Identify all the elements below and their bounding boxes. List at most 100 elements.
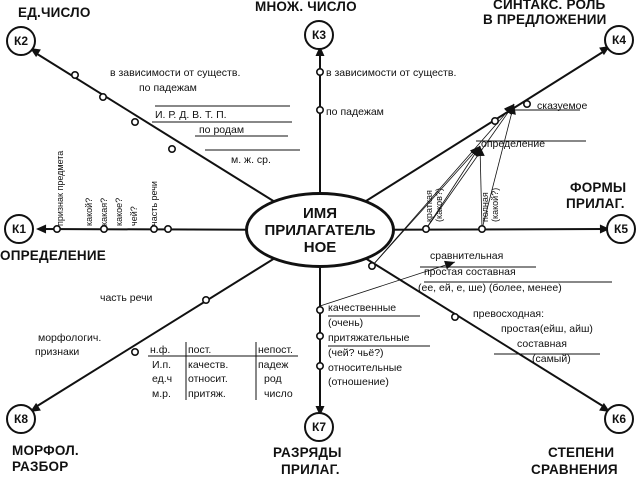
k2-cases: И. Р. Д. В. Т. П. [155,109,227,121]
heading-k5-line2: ПРИЛАГ. [566,196,625,211]
k8-table-r3c2: число [264,388,293,400]
k8-table-r2c0: ед.ч [152,373,173,385]
dot-k1-4 [164,225,173,234]
dot-k7-1 [315,305,324,314]
k1-vert-kakaya: какая? [99,197,109,226]
dot-k2-3 [131,118,140,127]
dot-k7-2 [315,331,324,340]
k5-full-to-attribute-tip [475,146,485,157]
k6-to-attribute [371,145,481,267]
dot-k6-2 [450,312,459,321]
k8-table-r1c2: падеж [258,359,289,371]
node-k5: К5 [606,214,636,244]
center-line-2: ПРИЛАГАТЕЛЬ [264,221,376,239]
k6-comparative-forms: простая составная [424,266,516,278]
k8-table-r1c0: И.п. [152,359,172,371]
dot-k4-2 [522,100,531,109]
k6-to-predicate [371,103,515,267]
k6-comparative-examples: (ее, ей, е, ше) (более, менее) [418,282,562,294]
heading-k3: МНОЖ. ЧИСЛО [255,0,357,14]
k5-full-q: (какой?) [490,187,500,222]
k5-full-to-predicate [481,103,515,230]
ray-k7-arrow [315,405,325,416]
k2-by-cases: по падежам [139,82,197,94]
k3-dependency: в зависимости от существ. [326,67,457,79]
k8-features: признаки [35,346,80,358]
k5-short-to-attribute [425,145,481,230]
k5-full: полная [480,192,490,222]
center-line-1: ИМЯ [302,204,338,222]
k3-by-cases: по падежам [326,106,384,118]
k5-full-to-attribute [479,145,483,230]
dot-k3-1 [315,68,324,77]
node-k3: К3 [304,20,334,50]
k8-table-r3c0: м.р. [152,388,171,400]
k7-to-comparative-tip [444,260,455,270]
heading-k7-line2: ПРИЛАГ. [281,462,340,477]
heading-k4-line1: СИНТАКС. РОЛЬ [493,0,606,12]
node-k4: К4 [604,25,634,55]
k7-relative: относительные [328,362,403,374]
k6-superlative: превосходная: [473,308,545,320]
dot-k1-2 [100,225,109,234]
dot-k3-2 [315,106,324,115]
node-k1: К1 [4,214,34,244]
heading-k6-line1: СТЕПЕНИ [548,445,615,460]
k2-genders: м. ж. ср. [231,154,271,166]
k7-possessive: притяжательные [328,332,410,344]
k1-vert-kakoe: какое? [114,197,124,226]
dot-k1-3 [150,225,159,234]
center-line-3: НОЕ [303,238,337,256]
k5-short-to-predicate [425,103,515,230]
ray-k6-line [319,229,607,409]
k8-morph: морфологич. [38,332,102,344]
node-k8: К8 [6,404,36,434]
dot-k1-1 [52,225,61,234]
k7-qualitative-q: (очень) [328,317,364,329]
k1-vert-kakoy: какой? [84,197,94,226]
k7-relative-q: (отношение) [328,376,389,388]
heading-k7-line1: РАЗРЯДЫ [273,445,342,460]
k4-attribute: определение [481,138,546,150]
k5-short: краткая [424,190,434,222]
dot-k5-1 [421,225,430,234]
dot-k8-1 [202,295,211,304]
heading-k4-line2: В ПРЕДЛОЖЕНИИ [483,12,607,27]
k8-table-r0c2: непост. [258,344,293,356]
k1-vert-part: часть речи [149,181,159,226]
k5-short-q: (каков?) [434,188,444,222]
node-k2: К2 [6,26,36,56]
ray-k5-arrow [599,224,610,234]
k8-part-of-speech: часть речи [100,292,153,304]
k7-possessive-q: (чей? чьё?) [328,347,384,359]
k8-table-r3c1: притяж. [188,388,226,400]
k8-table-r2c1: относит. [188,373,228,385]
ray-k1-arrow [36,224,47,234]
heading-k5-line1: ФОРМЫ [570,180,627,195]
dot-k2-1 [71,71,80,80]
dot-k7-3 [315,361,324,370]
dot-k4-1 [490,117,499,126]
k8-table-r0c1: пост. [188,344,212,356]
k8-table-r2c2: род [264,373,282,385]
node-k7: К7 [304,412,334,442]
dot-k5-2 [477,225,486,234]
node-k6: К6 [604,404,634,434]
k6-comparative: сравнительная [430,250,504,262]
dot-k6-1 [367,261,376,270]
heading-k1: ОПРЕДЕЛЕНИЕ [0,248,106,263]
dot-k2-4 [168,145,177,154]
k7-qualitative: качественные [328,302,397,314]
heading-k6-line2: СРАВНЕНИЯ [531,462,618,477]
ray-k3-arrow [315,46,325,57]
k4-predicate: сказуемое [537,100,588,112]
k6-to-attribute-tip [469,146,480,157]
k2-dependency: в зависимости от существ. [110,67,241,79]
k6-superlative-compound: составная [517,338,567,350]
heading-k2: ЕД.ЧИСЛО [18,5,91,20]
k8-table-r1c1: качеств. [188,359,229,371]
dot-k2-2 [99,93,108,102]
heading-k8-line1: МОРФОЛ. [12,443,79,458]
k1-vert-feature: признак предмета [55,150,65,226]
